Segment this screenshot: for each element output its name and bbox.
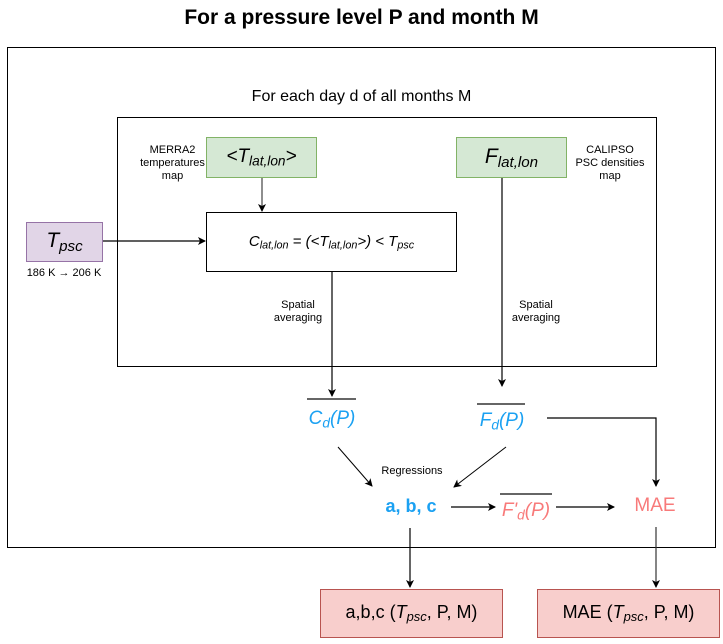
outer-loop-label: For each day d of all months M <box>251 88 472 105</box>
cold-mask-formula-node[interactable]: Clat,lon = (<Tlat,lon>) < Tpsc <box>206 212 457 272</box>
tpsc-range-label: 186 K → 206 K <box>26 267 102 279</box>
psc-density-map-node[interactable]: Flat,lon <box>456 137 567 178</box>
edge-fd-to-mae <box>547 417 660 487</box>
calipso-note: CALIPSO PSC densities map <box>575 144 645 182</box>
merra2-note: MERRA2 temperatures map <box>140 144 205 182</box>
spatial-averaging-label-right: Spatial averaging <box>511 299 561 324</box>
edge-fd-to-abc <box>453 446 507 488</box>
fprime-overline <box>500 493 552 495</box>
edge-cd-to-abc <box>337 446 373 487</box>
mae-value[interactable]: MAE <box>634 495 676 516</box>
regression-coefficients[interactable]: a, b, c <box>385 496 437 516</box>
spatial-averaging-label-left: Spatial averaging <box>273 299 323 324</box>
fd-overline <box>477 403 525 405</box>
outer-frame-pressure-month <box>7 47 716 548</box>
temperature-map-node[interactable]: <Tlat,lon> <box>206 137 317 178</box>
output-mae-node[interactable]: MAE (Tpsc, P, M) <box>537 589 720 638</box>
inner-frame-daily <box>117 117 657 367</box>
fprime-predicted-value[interactable]: F'd(P) <box>501 500 551 523</box>
output-abc-node[interactable]: a,b,c (Tpsc, P, M) <box>320 589 503 638</box>
regressions-label: Regressions <box>381 465 443 477</box>
cd-overline <box>307 398 356 400</box>
diagram-title: For a pressure level P and month M <box>184 6 539 29</box>
fd-mean-value[interactable]: Fd(P) <box>479 410 525 433</box>
cd-mean-value[interactable]: Cd(P) <box>308 408 356 431</box>
tpsc-threshold-node[interactable]: Tpsc <box>26 222 103 262</box>
